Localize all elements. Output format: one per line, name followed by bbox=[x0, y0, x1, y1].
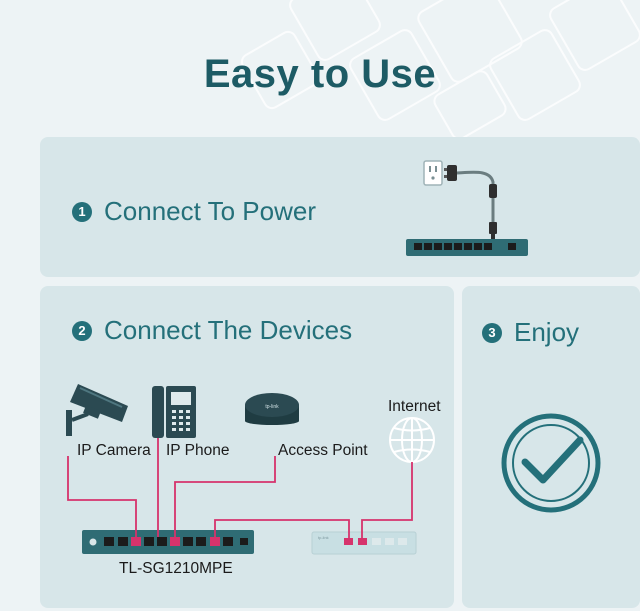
panel-connect-power bbox=[40, 137, 640, 277]
ip-phone-label: IP Phone bbox=[166, 442, 230, 459]
ip-camera-label: IP Camera bbox=[77, 442, 151, 459]
step-2-heading: 2 Connect The Devices bbox=[72, 315, 352, 346]
svg-text:tp-link: tp-link bbox=[265, 404, 279, 410]
main-switch bbox=[82, 530, 254, 554]
step-3-heading: 3 Enjoy bbox=[482, 317, 579, 348]
power-outlet-icon bbox=[423, 160, 443, 186]
power-plug-icon bbox=[444, 165, 497, 240]
svg-text:tp-link: tp-link bbox=[318, 535, 329, 540]
step-1-heading: 1 Connect To Power bbox=[72, 196, 316, 227]
ip-camera-icon bbox=[66, 384, 128, 436]
access-point-label: Access Point bbox=[278, 442, 368, 459]
switch-model-label: TL-SG1210MPE bbox=[119, 560, 233, 577]
step-1-number: 1 bbox=[72, 201, 92, 222]
checkmark-circle-icon bbox=[501, 413, 601, 513]
step-2-label: Connect The Devices bbox=[104, 315, 353, 345]
step-3-number: 3 bbox=[482, 322, 502, 343]
internet-label: Internet bbox=[388, 398, 441, 415]
cables bbox=[67, 438, 413, 538]
step-2-number: 2 bbox=[72, 320, 92, 341]
router: tp-link bbox=[311, 531, 417, 555]
access-point-icon: tp-link bbox=[245, 393, 299, 425]
globe-icon bbox=[389, 417, 435, 463]
step-3-label: Enjoy bbox=[514, 317, 580, 347]
page-title: Easy to Use bbox=[203, 52, 437, 96]
switch-small bbox=[406, 239, 528, 256]
ip-phone-icon bbox=[152, 386, 196, 438]
step-1-label: Connect To Power bbox=[104, 196, 316, 226]
